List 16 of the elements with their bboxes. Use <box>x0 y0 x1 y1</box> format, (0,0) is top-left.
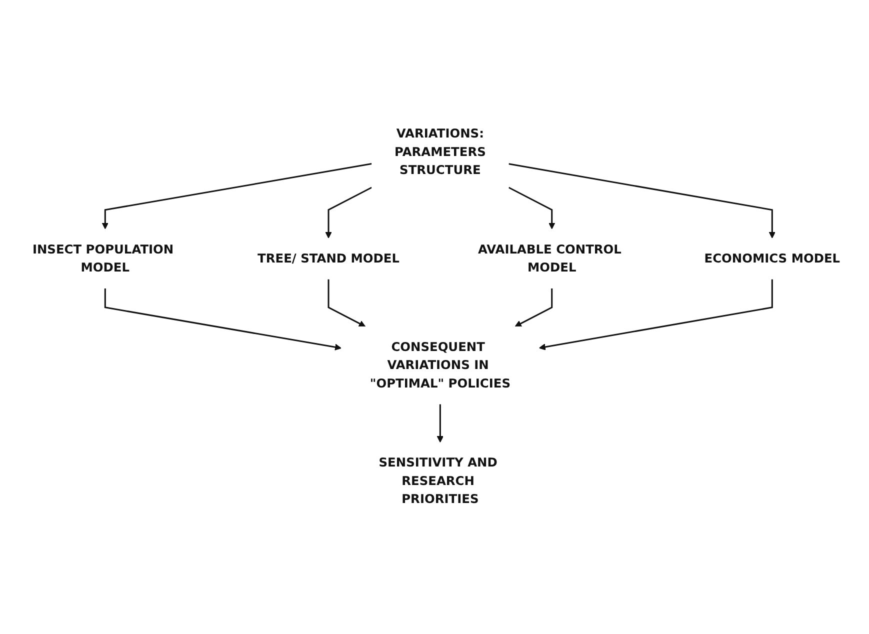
node-text: INSECT POPULATION MODEL <box>32 242 174 276</box>
node-text: SENSITIVITY AND RESEARCH PRIORITIES <box>378 456 498 507</box>
arrow <box>328 280 366 328</box>
arrow <box>436 404 444 444</box>
node-text: VARIATIONS: PARAMETERS STRUCTURE <box>394 126 486 178</box>
arrow <box>514 288 553 328</box>
arrow <box>102 164 372 230</box>
arrow <box>325 187 372 239</box>
node-text: CONSEQUENT VARIATIONS IN "OPTIMAL" POLICIES <box>370 340 511 391</box>
node-text: TREE/ STAND MODEL <box>258 251 400 266</box>
arrow <box>538 280 773 351</box>
arrow <box>508 187 556 230</box>
arrow <box>508 164 776 239</box>
node-text: AVAILABLE CONTROL MODEL <box>478 242 622 276</box>
node-text: ECONOMICS MODEL <box>704 251 840 266</box>
arrow <box>104 288 342 351</box>
